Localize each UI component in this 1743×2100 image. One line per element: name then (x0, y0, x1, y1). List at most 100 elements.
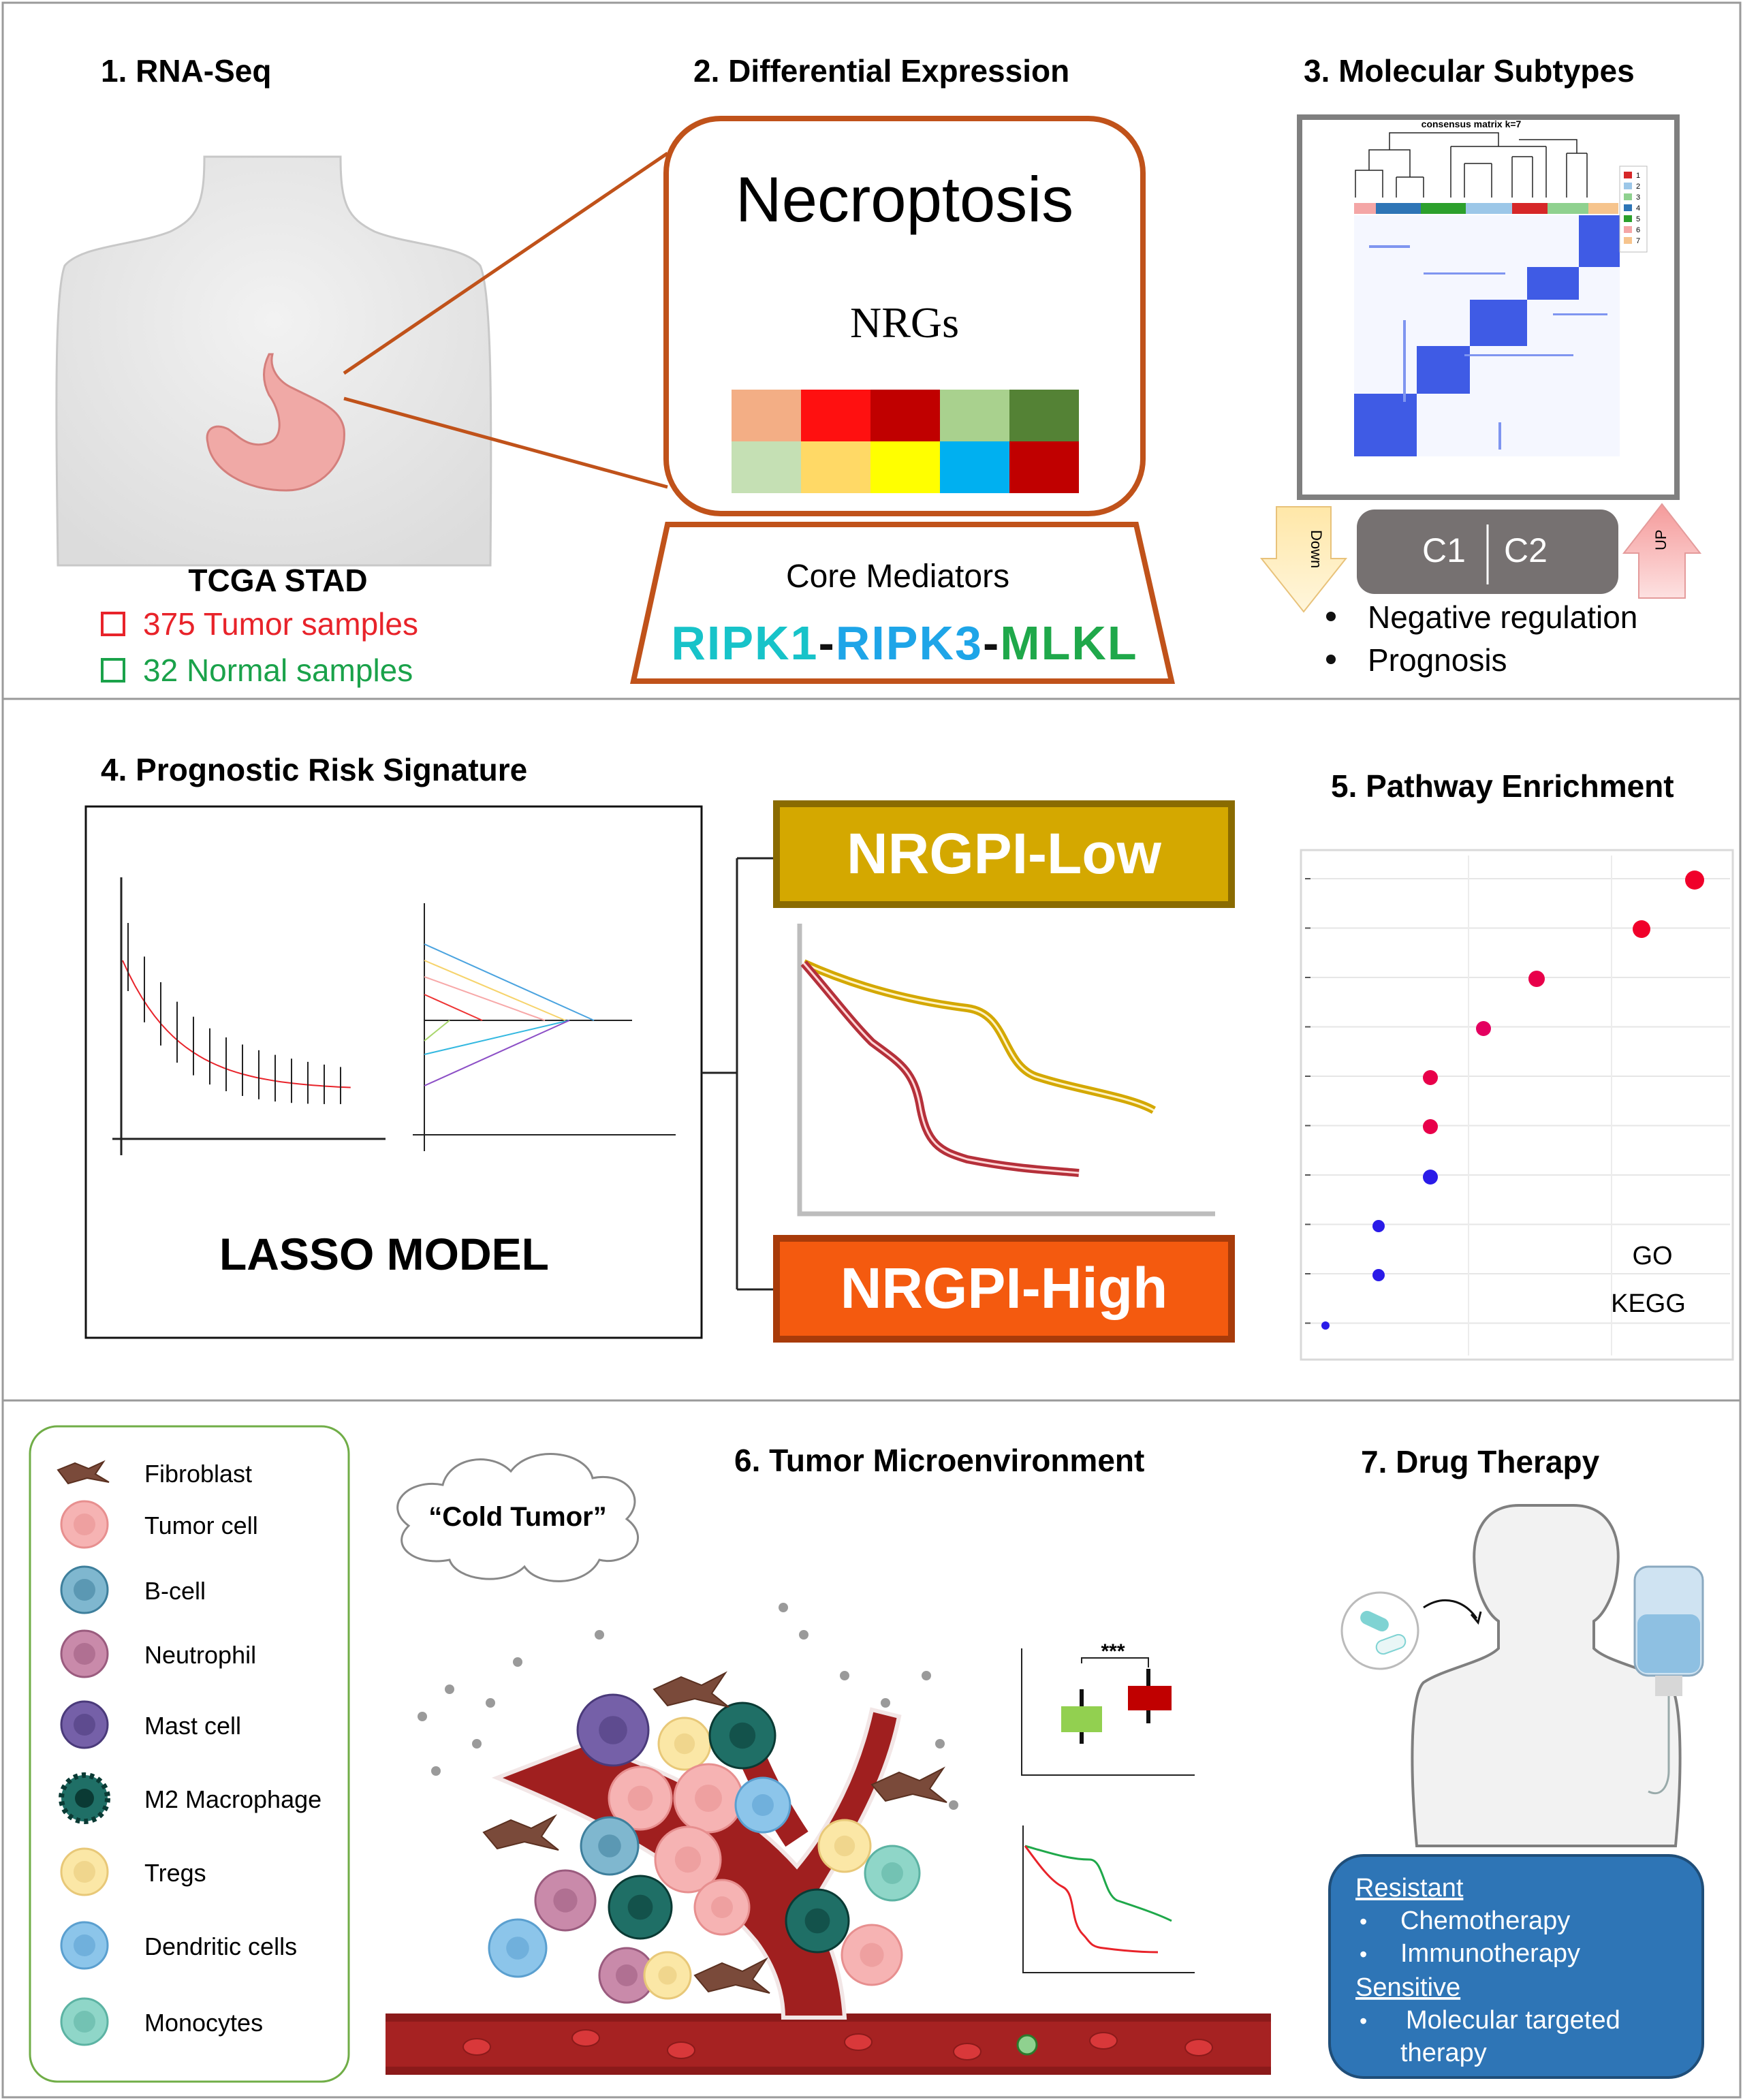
consensus-block (1417, 346, 1470, 394)
fibroblast-icon (653, 1671, 729, 1708)
red-blood-cell-icon (1184, 2039, 1213, 2056)
cell-nucleus-icon (74, 1643, 95, 1665)
group-bracket (702, 857, 776, 1291)
red-blood-cell-icon (667, 2041, 695, 2059)
fibroblast-icon (57, 1460, 110, 1485)
heatmap-speckle (1369, 245, 1410, 248)
cold-tumor-cloud-icon (396, 1453, 640, 1582)
legend-go: GO (1632, 1242, 1672, 1270)
significance-label: *** (1101, 1640, 1125, 1663)
enrichment-dot (1423, 1070, 1438, 1085)
heatmap-cell (801, 441, 870, 493)
resistant-item-immunotherapy: Immunotherapy (1400, 1939, 1580, 1968)
panel-differential-expression: 2. Differential Expression Necroptosis N… (343, 53, 1176, 684)
nrgpi-high-box (773, 1235, 1235, 1343)
tumor-cells-illustration (418, 1603, 958, 2004)
heatmap-cell (801, 390, 870, 441)
up-arrow-icon (1622, 503, 1702, 599)
fibroblast-icon (693, 1957, 770, 1994)
fibroblast-icon (482, 1814, 559, 1851)
cell-legend-label: Tumor cell (144, 1511, 258, 1539)
legend-kegg: KEGG (1611, 1289, 1686, 1318)
resistant-heading: Resistant (1355, 1874, 1464, 1902)
heatmap-speckle (1498, 422, 1501, 450)
red-blood-cell-icon (844, 2033, 873, 2051)
cell-nucleus-icon (74, 2011, 95, 2033)
legend-label: 4 (1636, 204, 1640, 213)
cluster-color-bar (1354, 203, 1618, 214)
nrgpi-low-box (773, 800, 1235, 908)
necroptosis-heading: Necroptosis (736, 163, 1073, 235)
legend-swatch (1624, 215, 1632, 222)
cluster-c1: C1 (1422, 531, 1466, 569)
panel6-title: 6. Tumor Microenvironment (734, 1443, 1144, 1478)
cell-nucleus-icon (599, 1716, 627, 1744)
cell-legend-label: Dendritic cells (144, 1932, 297, 1960)
panel-molecular-subtypes: 3. Molecular Subtypes consensus matrix k… (1259, 53, 1702, 678)
consensus-block (1354, 394, 1417, 456)
panel3-title: 3. Molecular Subtypes (1304, 53, 1635, 89)
cluster-c2: C2 (1504, 531, 1548, 569)
panel2-title: 2. Differential Expression (693, 53, 1069, 89)
consensus-block (1470, 300, 1527, 346)
particle-dot (840, 1671, 849, 1680)
nrg-heatmap (732, 390, 1079, 493)
panel5-title: 5. Pathway Enrichment (1331, 768, 1674, 804)
nrgs-subheading: NRGs (850, 298, 959, 347)
heatmap-cell (732, 390, 801, 441)
cluster-bar-segment (1376, 203, 1421, 214)
bullet-icon (1326, 655, 1336, 664)
resistant-item-chemotherapy: Chemotherapy (1400, 1907, 1570, 1935)
cluster-bar-segment (1354, 203, 1376, 214)
lasso-coefficient-plot (413, 903, 676, 1151)
legend-swatch (1624, 237, 1632, 244)
cell-nucleus-icon (74, 1934, 95, 1956)
km-curve-red (1024, 1845, 1159, 1954)
cell-nucleus-icon (74, 1514, 95, 1535)
cell-nucleus-icon (674, 1733, 695, 1755)
sensitive-heading: Sensitive (1355, 1973, 1460, 2002)
km-curve-green (1024, 1845, 1172, 1922)
cell-nucleus-icon (616, 1964, 638, 1986)
cell-legend-label: Mast cell (144, 1712, 241, 1740)
cell-nucleus-icon (674, 1846, 702, 1873)
cell-nucleus-icon (752, 1794, 774, 1816)
zoom-line-bottom (343, 396, 668, 489)
particle-dot (935, 1739, 945, 1749)
enrichment-dot (1372, 1220, 1385, 1232)
legend-swatch (1624, 226, 1632, 233)
cell-nucleus-icon (75, 1789, 94, 1808)
legend-swatch (1624, 193, 1632, 200)
cell-nucleus-icon (74, 1714, 95, 1736)
heatmap-cell (1009, 390, 1079, 441)
heatmap-speckle (1464, 354, 1573, 356)
cell-legend-label: M2 Macrophage (144, 1785, 321, 1813)
enrichment-dot (1321, 1321, 1330, 1330)
patient-illustration (1411, 1504, 1682, 1847)
legend-swatch (1624, 204, 1632, 211)
cell-nucleus-icon (860, 1943, 884, 1967)
dataset-label: TCGA STAD (188, 563, 367, 598)
cell-nucleus-icon (598, 1834, 621, 1858)
cluster-bar-segment (1588, 203, 1618, 214)
zoom-line-top (343, 151, 669, 375)
legend-label: 6 (1636, 226, 1640, 234)
legend-swatch (1624, 172, 1632, 178)
up-label: UP (1652, 529, 1669, 550)
pill-icon (1360, 1610, 1389, 1632)
cell-legend-label: Neutrophil (144, 1641, 256, 1669)
lasso-frame (84, 805, 703, 1339)
consensus-block (1527, 267, 1579, 300)
km-curve-chart (1022, 1825, 1195, 1973)
legend-label: 1 (1636, 172, 1640, 180)
torso-illustration (55, 155, 492, 567)
particle-dot (431, 1766, 441, 1776)
lasso-cv-plot (112, 877, 386, 1155)
panel-pathway-enrichment: 5. Pathway Enrichment GO KEGG (1300, 768, 1734, 1361)
panel-drug-therapy: 7. Drug Therapy Resistant • Chemotherapy… (1328, 1444, 1704, 2079)
consensus-block (1579, 215, 1620, 267)
core-mediators-label: Core Mediators (786, 559, 1009, 595)
